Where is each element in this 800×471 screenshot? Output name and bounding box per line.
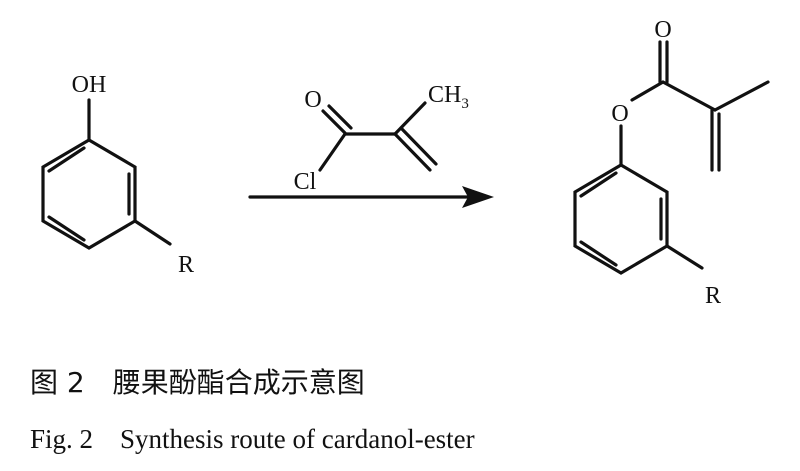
reagent-methyl-subscript: 3 (461, 96, 469, 112)
product-c-ch3-bond (713, 80, 770, 112)
reagent-methacryloyl-chloride: O Cl CH3 (294, 82, 469, 195)
reaction-scheme: OH R O Cl CH3 (41, 17, 770, 309)
reactant-c-r-bond (133, 219, 172, 246)
reagent-chlorine-label: Cl (294, 169, 317, 195)
reaction-arrow (248, 186, 494, 208)
product-c-r-bond (665, 244, 704, 270)
reactant-hydroxyl-label: OH (72, 72, 107, 98)
reagent-carbonyl-bond (321, 109, 347, 135)
product-ester-oxygen-label: O (611, 101, 628, 127)
reactant-substituent-label: R (178, 252, 194, 278)
reagent-vinyl-bond (393, 132, 432, 172)
caption-english: Fig. 2 Synthesis route of cardanol-ester (30, 424, 475, 454)
product-substituent-label: R (705, 283, 721, 309)
product-c-c-bond (661, 80, 717, 112)
reactant-cardanol: OH R (41, 72, 194, 278)
reagent-oxygen-label: O (304, 87, 321, 113)
arrow-head (462, 186, 494, 208)
product-carbonyl-oxygen-label: O (654, 17, 671, 43)
reagent-c-cl-bond (318, 132, 347, 172)
reagent-methyl-label: CH3 (428, 82, 469, 112)
reactant-benzene-ring (41, 138, 137, 250)
product-benzene-ring (573, 163, 669, 275)
product-cardanol-ester: O O R (573, 17, 770, 309)
caption-chinese: 图 2 腰果酚酯合成示意图 (30, 366, 365, 399)
reagent-methyl-text: CH (428, 82, 461, 108)
product-o-c-bond (630, 80, 665, 102)
reagent-c-ch3-bond (393, 101, 427, 136)
